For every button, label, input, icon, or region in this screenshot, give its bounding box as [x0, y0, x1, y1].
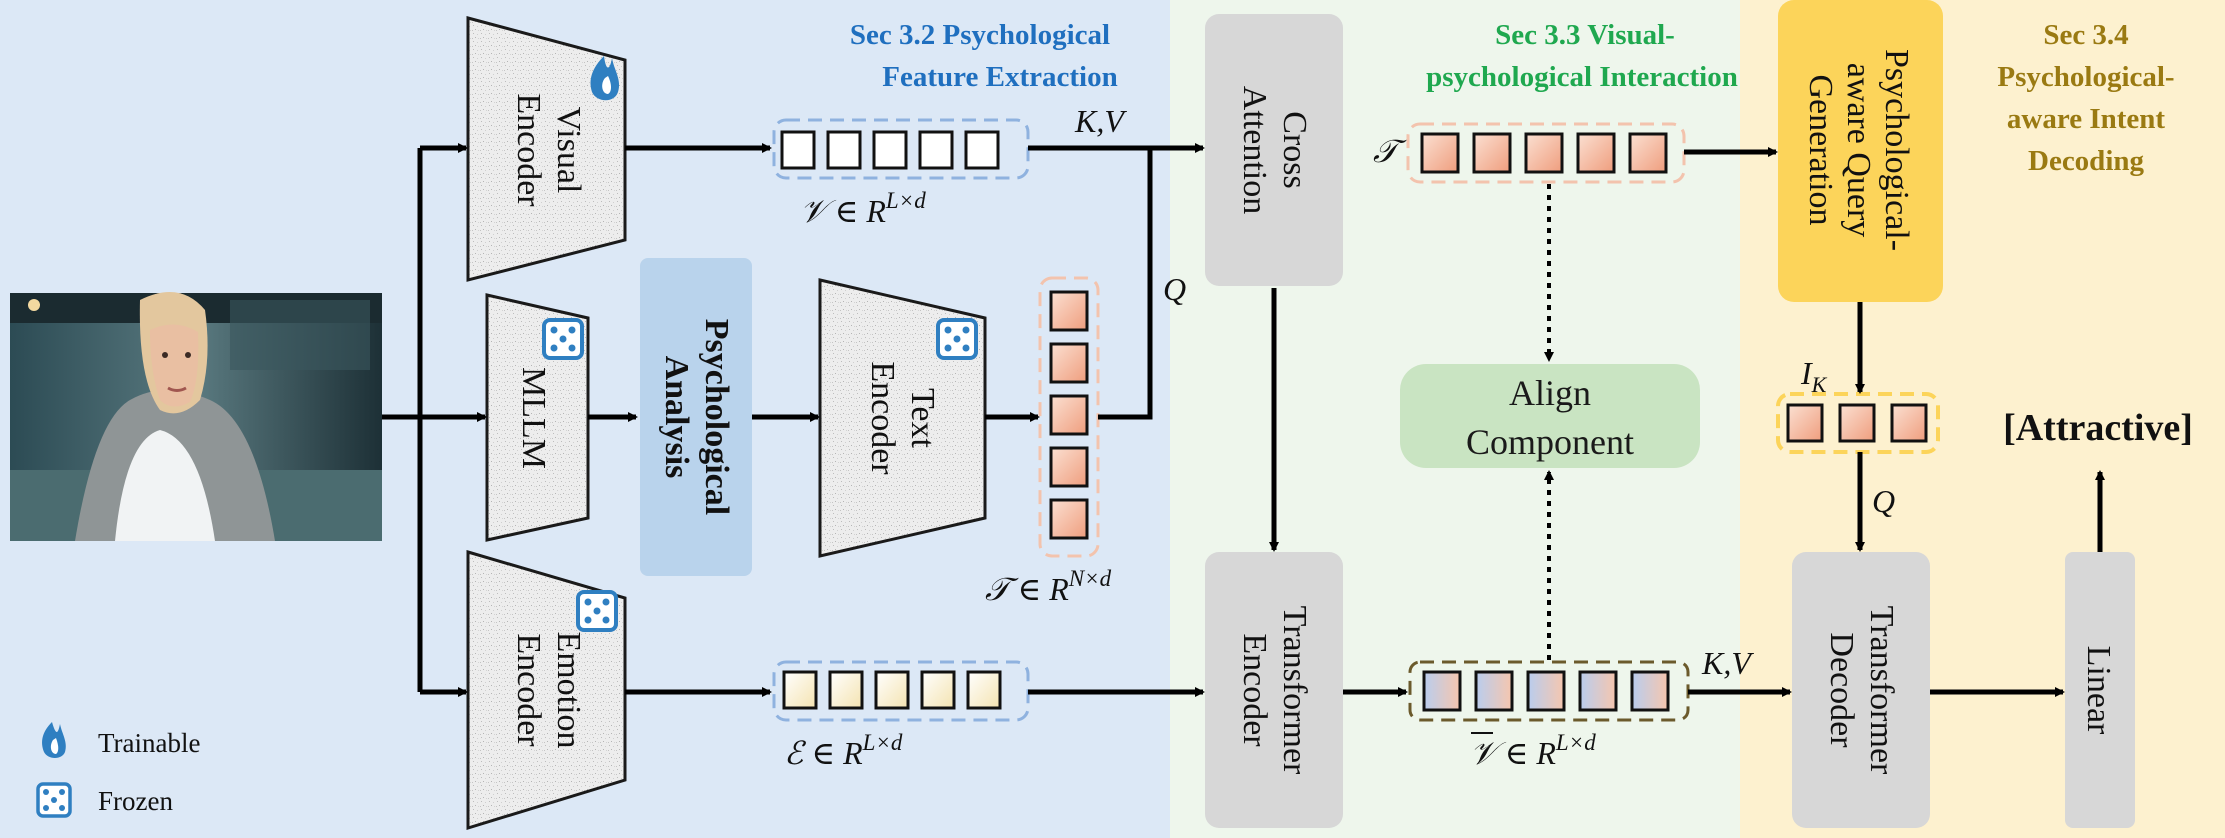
cross-attention-block	[1205, 14, 1343, 286]
svg-text:Psychological-: Psychological-	[1997, 61, 2174, 93]
svg-text:Encoder: Encoder	[510, 93, 547, 207]
legend-trainable-label: Trainable	[98, 728, 201, 758]
svg-text:Align: Align	[1509, 373, 1591, 413]
query-generation-block	[1778, 0, 1943, 302]
transformer-decoder-label: Transformer Decoder	[1823, 606, 1900, 775]
v-set-label: 𝒱 ∈ RL×d	[800, 188, 926, 229]
transformer-encoder-label: Transformer Encoder	[1236, 606, 1313, 775]
svg-text:psychological Interaction: psychological Interaction	[1426, 61, 1738, 93]
svg-text:aware Query: aware Query	[1840, 63, 1877, 238]
input-photo	[10, 292, 382, 541]
section-title-3-4: Sec 3.4 Psychological- aware Intent Deco…	[1997, 19, 2174, 177]
svg-text:Psychological: Psychological	[698, 319, 735, 515]
flame-icon	[590, 56, 620, 101]
section-title-3-2: Sec 3.2 Psychological Feature Extraction	[850, 19, 1118, 93]
svg-text:Transformer: Transformer	[1276, 606, 1313, 775]
output-label: [Attractive]	[2003, 407, 2193, 449]
cross-attention-label: Cross Attention	[1236, 86, 1313, 214]
svg-text:Decoder: Decoder	[1823, 632, 1860, 748]
legend-frozen-label: Frozen	[98, 786, 173, 816]
svg-text:Psychological-: Psychological-	[1878, 49, 1915, 251]
psych-token-group	[1406, 122, 1686, 184]
legend-trainable-icon	[42, 722, 66, 758]
svg-text:Cross: Cross	[1276, 111, 1313, 188]
ik-label: IK	[1800, 355, 1828, 397]
emotion-token-group	[772, 660, 1030, 722]
align-component-label: Align Component	[1466, 373, 1634, 462]
dice-icon-text-encoder	[936, 318, 978, 360]
emotion-encoder-label: Emotion Encoder	[510, 631, 587, 748]
svg-text:Sec 3.3 Visual-: Sec 3.3 Visual-	[1495, 19, 1675, 51]
fused-token-group	[1408, 660, 1690, 722]
svg-text:Visual: Visual	[550, 107, 587, 194]
visual-encoder-label: Visual Encoder	[510, 93, 587, 207]
svg-text:Linear: Linear	[2080, 646, 2117, 735]
vbar-set-label: 𝒱 ∈ RL×d	[1470, 730, 1596, 771]
query-generation-label: Psychological- aware Query Generation	[1802, 49, 1915, 251]
svg-text:Encoder: Encoder	[510, 633, 547, 747]
svg-text:Text: Text	[904, 388, 941, 448]
svg-text:Generation: Generation	[1802, 74, 1839, 225]
svg-text:Attention: Attention	[1236, 86, 1273, 214]
text-token-column	[1038, 276, 1100, 558]
svg-text:Decoding: Decoding	[2028, 145, 2145, 177]
dice-icon-emotion-encoder	[576, 590, 618, 632]
svg-text:Feature Extraction: Feature Extraction	[882, 61, 1117, 93]
legend: Trainable Frozen	[36, 722, 201, 818]
q-text-label: Q	[1163, 271, 1186, 307]
psychological-analysis-block	[640, 258, 752, 576]
visual-encoder-block	[466, 16, 627, 282]
section-title-3-3: Sec 3.3 Visual- psychological Interactio…	[1426, 19, 1738, 93]
svg-text:Sec 3.4: Sec 3.4	[2043, 19, 2128, 51]
kv-bottom-label: K,V	[1701, 645, 1754, 681]
q-decoder-label: Q	[1872, 483, 1895, 519]
legend-frozen-icon	[36, 782, 72, 818]
e-set-label: ℰ ∈ RL×d	[784, 730, 903, 771]
psychological-analysis-label: Psychological Analysis	[658, 319, 735, 515]
svg-text:Emotion: Emotion	[550, 631, 587, 748]
linear-label: Linear	[2080, 646, 2117, 735]
mllm-label: MLLM	[515, 367, 552, 469]
svg-text:Sec 3.2 Psychological: Sec 3.2 Psychological	[850, 19, 1110, 51]
svg-text:Analysis: Analysis	[658, 356, 695, 479]
connectors	[382, 143, 2105, 697]
svg-text:Transformer: Transformer	[1863, 606, 1900, 775]
svg-text:aware Intent: aware Intent	[2007, 103, 2165, 135]
svg-text:Component: Component	[1466, 422, 1634, 462]
svg-text:Encoder: Encoder	[864, 361, 901, 475]
dice-icon-mllm	[542, 318, 584, 360]
transformer-encoder-block	[1205, 552, 1343, 828]
svg-text:Encoder: Encoder	[1236, 633, 1273, 747]
svg-text:MLLM: MLLM	[515, 367, 552, 469]
math-labels: K,V Q 𝒱 ∈ RL×d 𝒯 ∈ RN×d ℰ ∈ RL×d 𝒱 ∈ RL×…	[784, 103, 1895, 771]
text-encoder-label: Text Encoder	[864, 361, 941, 475]
align-component-block	[1400, 364, 1700, 468]
t-set-label: 𝒯 ∈ RN×d	[985, 566, 1112, 607]
transformer-decoder-block	[1792, 552, 1930, 828]
kv-top-label: K,V	[1074, 103, 1127, 139]
linear-block	[2065, 552, 2135, 828]
